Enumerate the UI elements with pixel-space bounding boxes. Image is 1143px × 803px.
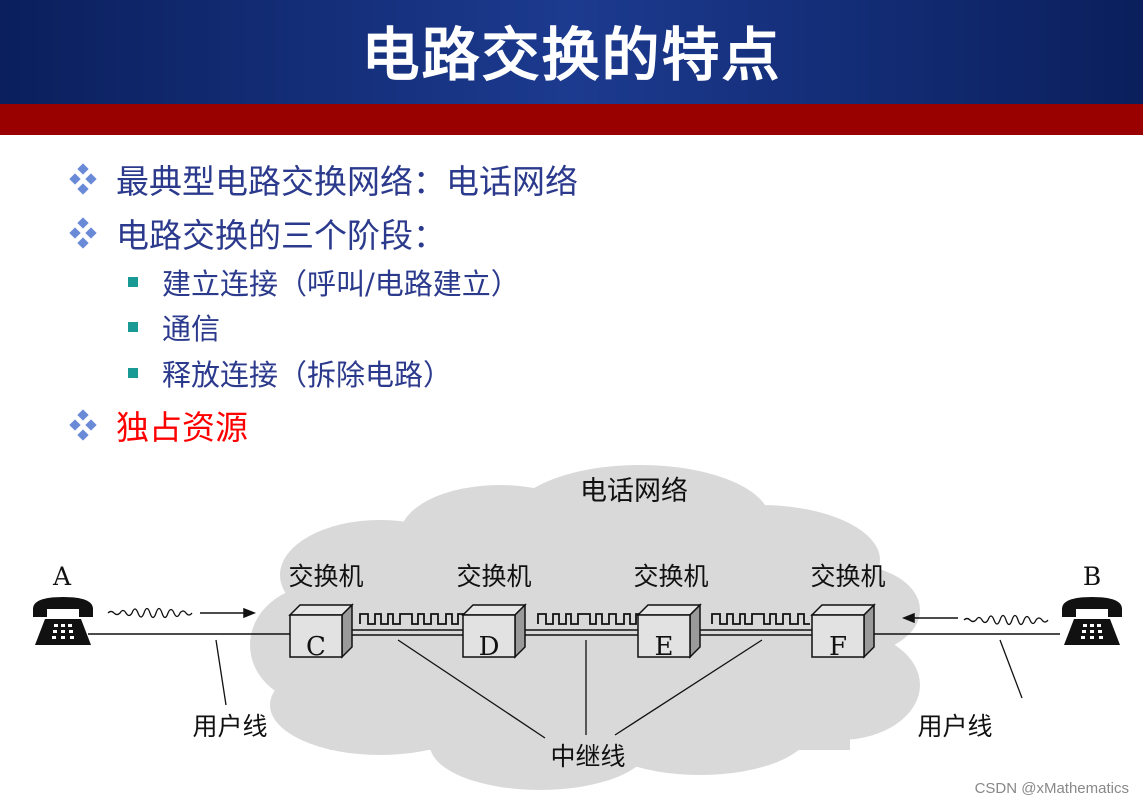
accent-band — [0, 104, 1143, 135]
title-bar — [0, 0, 1143, 104]
pointer-lines — [215, 639, 1023, 739]
diamond-bullet-icon — [69, 217, 97, 249]
bullet-item: 最典型电路交换网络：电话网络 — [68, 155, 578, 203]
sub-bullet-text: 释放连接（拆除电路） — [162, 358, 453, 392]
switch-c-label: C — [306, 632, 326, 662]
switch-e-label: E — [655, 632, 674, 662]
network-cloud — [250, 465, 920, 790]
slide-title: 电路交换的特点 — [361, 21, 782, 89]
sub-bullet-item: 释放连接（拆除电路） — [128, 352, 452, 394]
switch-f-label: F — [829, 632, 847, 662]
bullet-text-highlight: 独占资源 — [116, 408, 248, 447]
sub-bullet-item: 通信 — [128, 306, 220, 348]
arrow-icon — [200, 607, 958, 624]
sub-bullet-text: 建立连接（呼叫/电路建立） — [162, 267, 520, 301]
user-line-label-left: 用户线 — [192, 712, 267, 741]
cloud-label: 电话网络 — [580, 476, 688, 507]
square-bullet-icon — [128, 322, 138, 332]
pulse-signal-icon — [359, 613, 810, 625]
bullet-item: 独占资源 — [68, 401, 248, 449]
telephone-icon — [33, 597, 93, 645]
user-line-label-right: 用户线 — [917, 712, 992, 741]
watermark: CSDN @xMathematics — [974, 780, 1129, 797]
switch-caption: 交换机 — [810, 562, 885, 591]
sub-bullet-item: 建立连接（呼叫/电路建立） — [128, 261, 520, 303]
diamond-bullet-icon — [69, 163, 97, 195]
square-bullet-icon — [128, 368, 138, 378]
sub-bullet-text: 通信 — [162, 312, 221, 346]
trunk-lines — [350, 629, 815, 636]
switch-d-label: D — [479, 632, 500, 662]
square-bullet-icon — [128, 277, 138, 287]
switch-caption: 交换机 — [288, 562, 363, 591]
diamond-bullet-icon — [69, 409, 97, 441]
trunk-line-label: 中继线 — [550, 742, 625, 771]
signal-wave-icon — [107, 607, 1049, 626]
endpoint-b-label: B — [1083, 562, 1101, 591]
telephone-icon — [1062, 597, 1122, 645]
bullet-text: 电路交换的三个阶段： — [116, 216, 446, 255]
switch-caption: 交换机 — [633, 562, 708, 591]
telephone-network-diagram: 电话网络 C D E F 交换机 交换机 交换机 交换机 A B — [33, 465, 1122, 790]
switch-caption: 交换机 — [456, 562, 531, 591]
bullet-text: 最典型电路交换网络：电话网络 — [116, 162, 578, 201]
bullet-item: 电路交换的三个阶段： — [68, 209, 446, 257]
endpoint-a-label: A — [52, 562, 72, 591]
